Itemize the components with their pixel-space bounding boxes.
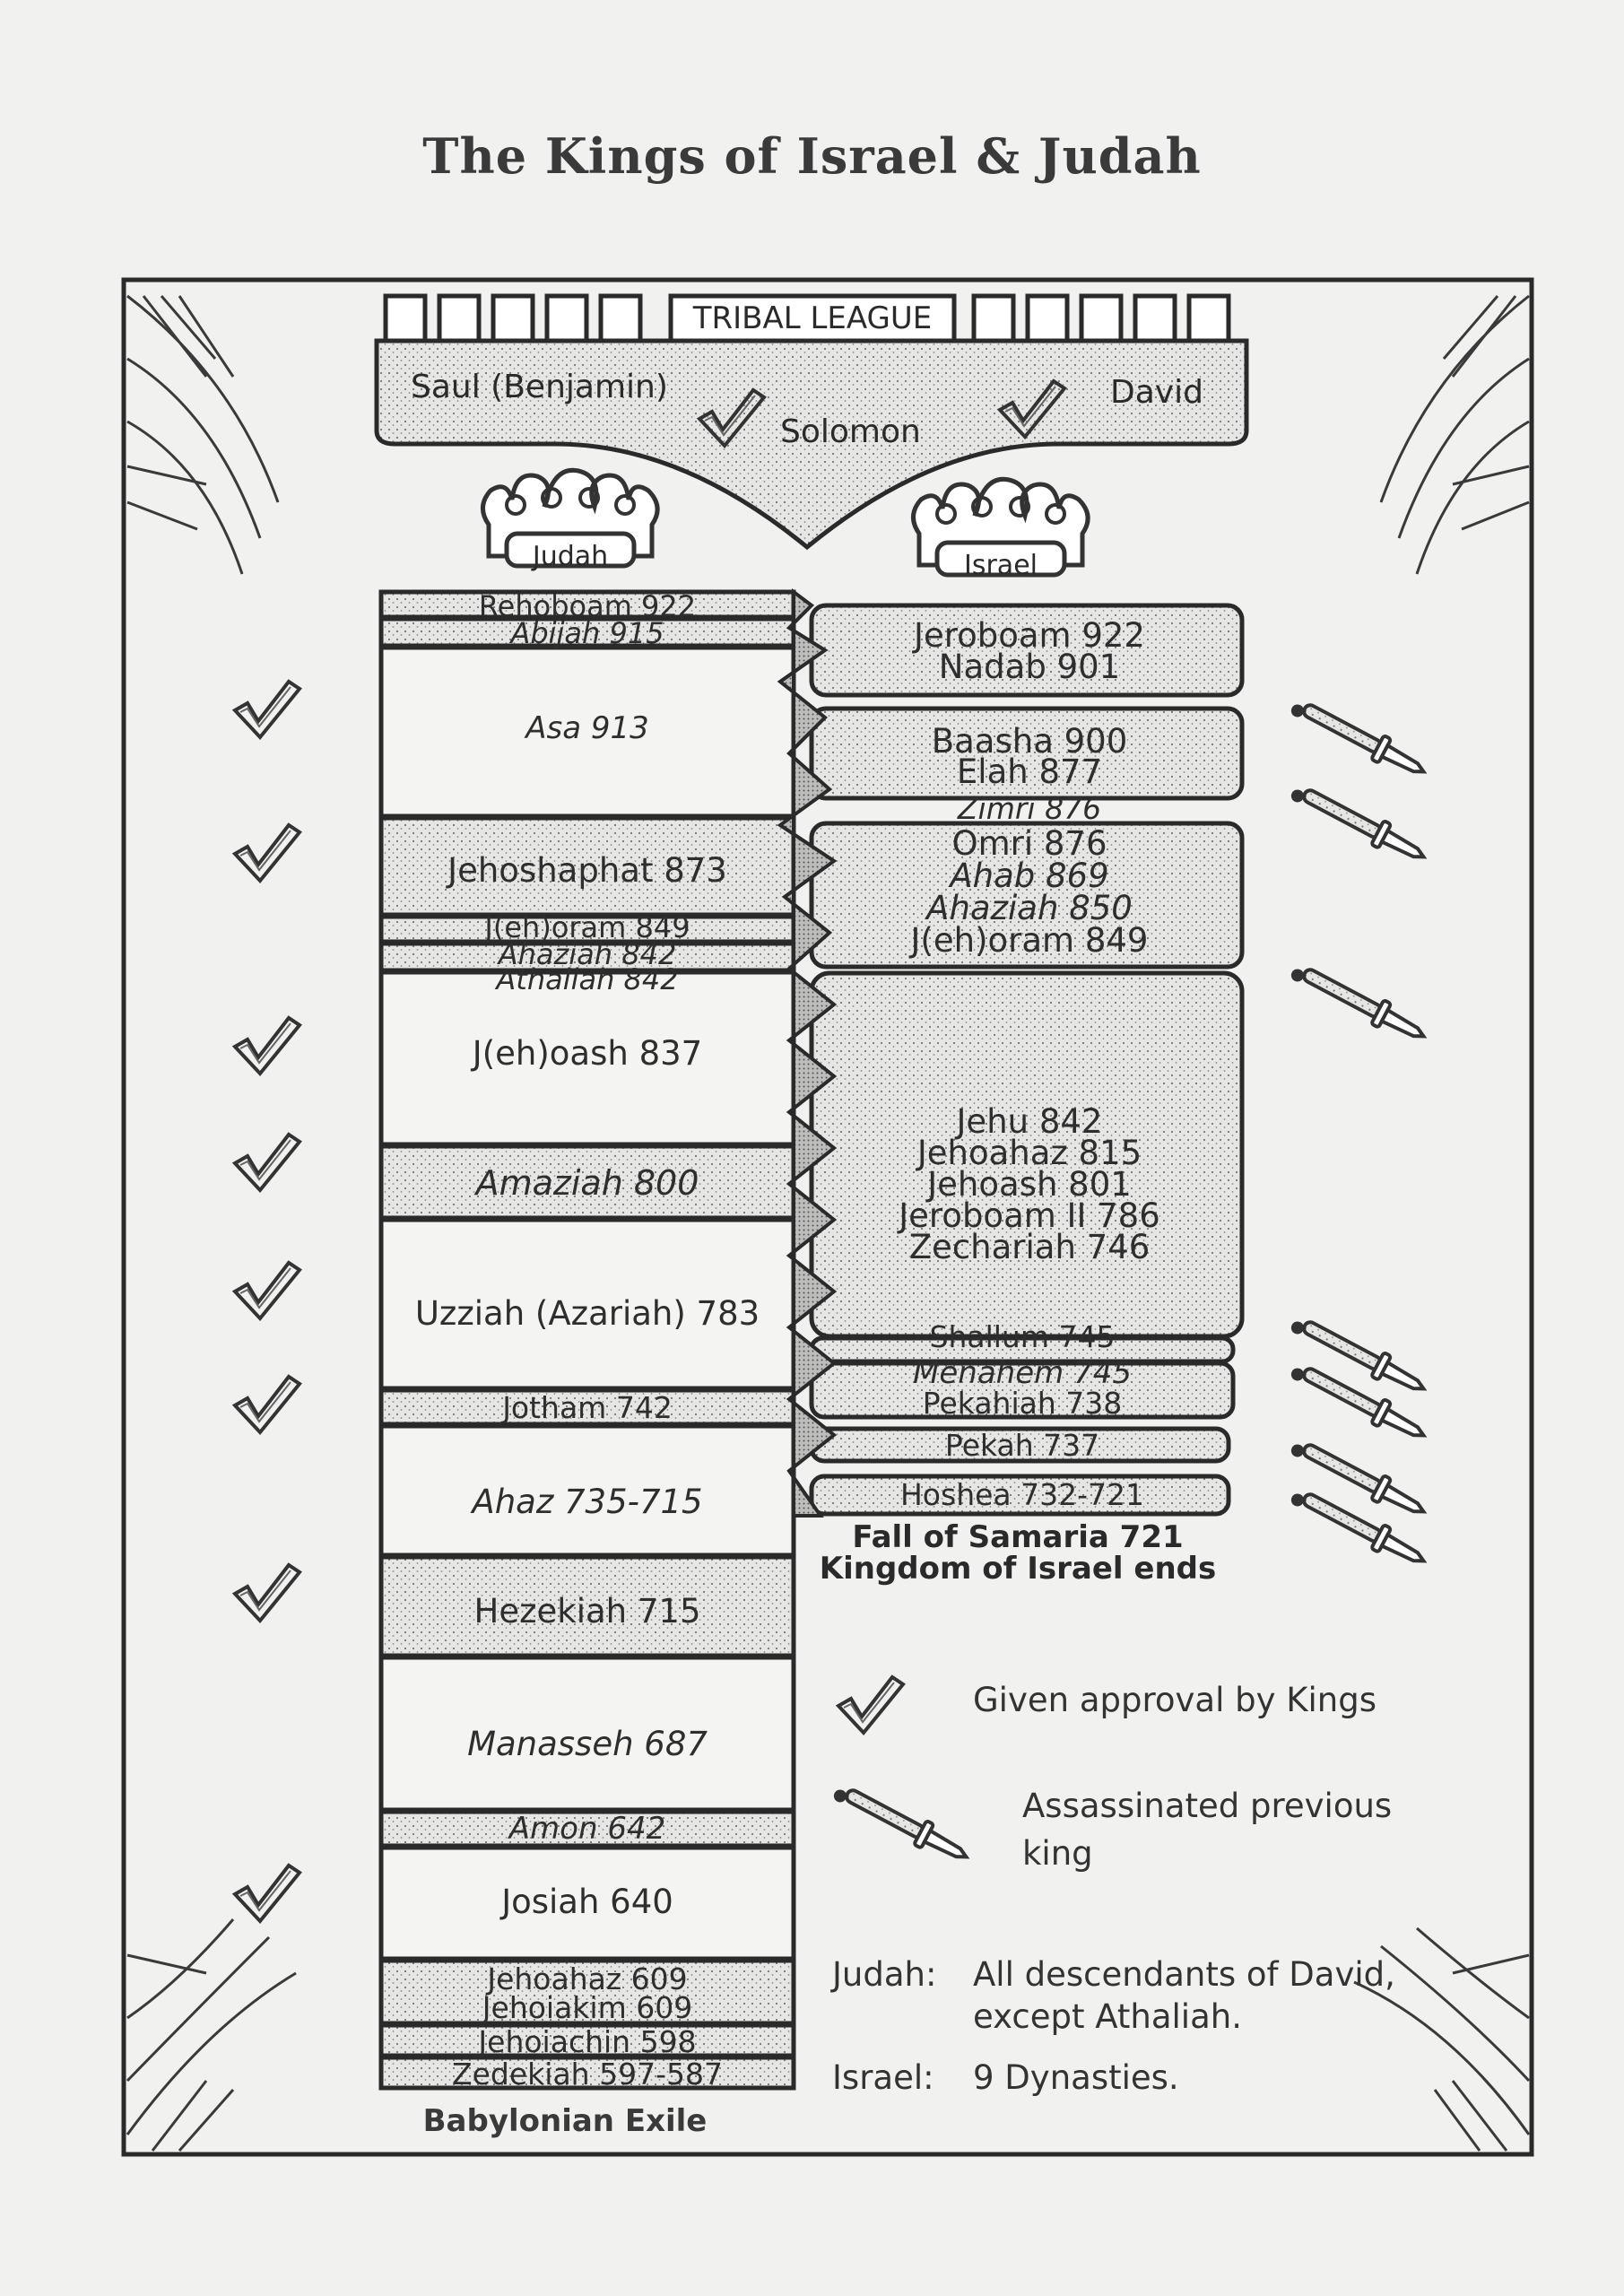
tribal-league-label: TRIBAL LEAGUE [692,300,933,336]
judah-king: Josiah 640 [501,1883,673,1921]
judah-king: Ahaziah 842 [498,937,677,971]
border-zigzag [777,588,838,1518]
judah-king: Hezekiah 715 [473,1592,701,1631]
israel-king: Nadab 901 [938,648,1121,686]
legend-approval-text: Given approval by Kings [973,1681,1377,1719]
judah-end-label: Babylonian Exile [422,2103,708,2139]
judah-king: Jehoshaphat 873 [447,851,727,890]
israel-king: Zechariah 746 [908,1228,1151,1266]
judah-king: Zedekiah 597-587 [452,2057,723,2092]
judah-king: Manasseh 687 [467,1725,708,1763]
judah-king: Uzziah (Azariah) 783 [414,1294,760,1333]
israel-king: Elah 877 [956,752,1103,791]
israel-king: Zimri 876 [957,791,1102,826]
israel-king: Pekah 737 [944,1428,1100,1463]
israel-king: Jehoahaz 815 [916,1134,1142,1172]
israel-king: Menahem 745 [913,1355,1132,1391]
judah-king: Jehoiakim 609 [482,1990,693,2025]
israel-end-line1: Fall of Samaria 721 [852,1519,1184,1555]
israel-king: Baasha 900 [931,722,1128,761]
israel-king: Ahaziah 850 [926,889,1133,927]
judah-king: Athaliah 842 [496,962,679,996]
legend-judah-note-line2: except Athaliah. [973,1997,1242,2036]
legend-judah-label: Judah: [832,1955,937,1994]
israel-end-line2: Kingdom of Israel ends [819,1551,1217,1587]
israel-king: Jehoash 801 [927,1165,1132,1204]
judah-king: Jehoahaz 609 [487,1961,688,1996]
palm-frond-icon [126,294,1531,2152]
crown-label-israel: Israel [964,550,1038,581]
israel-king: Jeroboam 922 [914,616,1145,655]
crown-label-judah: Judah [532,541,609,572]
judah-king: Jotham 742 [502,1390,673,1425]
israel-king: Ahab 869 [950,857,1109,895]
legend-israel-label: Israel: [832,2058,934,2097]
judah-king: Amon 642 [508,1811,666,1847]
judah-king: Abijah 915 [510,616,664,650]
legend-judah-note-line1: All descendants of David, [973,1955,1395,1994]
judah-king: Amaziah 800 [475,1163,699,1203]
judah-king: Rehoboam 922 [478,589,697,623]
judah-king: J(eh)oram 849 [484,910,690,944]
israel-king: Omri 876 [951,824,1107,863]
legend-israel-note: 9 Dynasties. [973,2058,1179,2097]
judah-king: Jehoiachin 598 [478,2024,697,2059]
solomon-label: Solomon [780,413,921,450]
judah-king: Ahaz 735-715 [472,1483,703,1521]
judah-king: J(eh)oash 837 [472,1034,703,1073]
israel-king: Shallum 745 [929,1319,1116,1354]
legend-assassinated-line1: Assassinated previous [1022,1787,1393,1825]
page-title: The Kings of Israel & Judah [422,127,1202,185]
judah-king: Asa 913 [525,710,649,746]
israel-king: J(eh)oram 849 [910,921,1149,960]
israel-king: Jeroboam II 786 [899,1196,1160,1235]
david-label: David [1110,374,1203,411]
israel-king: Hoshea 732-721 [899,1477,1145,1512]
legend-assassinated-line2: king [1022,1834,1093,1873]
israel-king: Pekahiah 738 [922,1386,1123,1421]
saul-label: Saul (Benjamin) [411,369,668,405]
israel-king: Jehu 842 [956,1102,1103,1141]
